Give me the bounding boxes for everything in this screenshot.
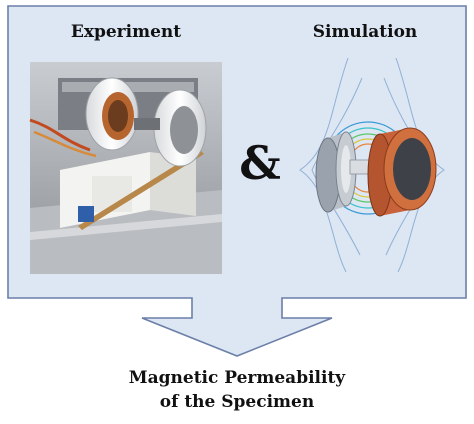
- simulation-title: Simulation: [312, 22, 418, 42]
- simulation-coil-copper: [367, 127, 437, 217]
- result-title-line-1: Magnetic Permeability: [128, 368, 346, 388]
- ampersand-connector: &: [239, 136, 281, 190]
- experiment-title: Experiment: [70, 22, 182, 42]
- simulation-coil-grey: [315, 131, 373, 213]
- experiment-photo: [29, 62, 222, 274]
- simulation-image: [299, 57, 445, 273]
- result-title-line-2: of the Specimen: [159, 392, 315, 412]
